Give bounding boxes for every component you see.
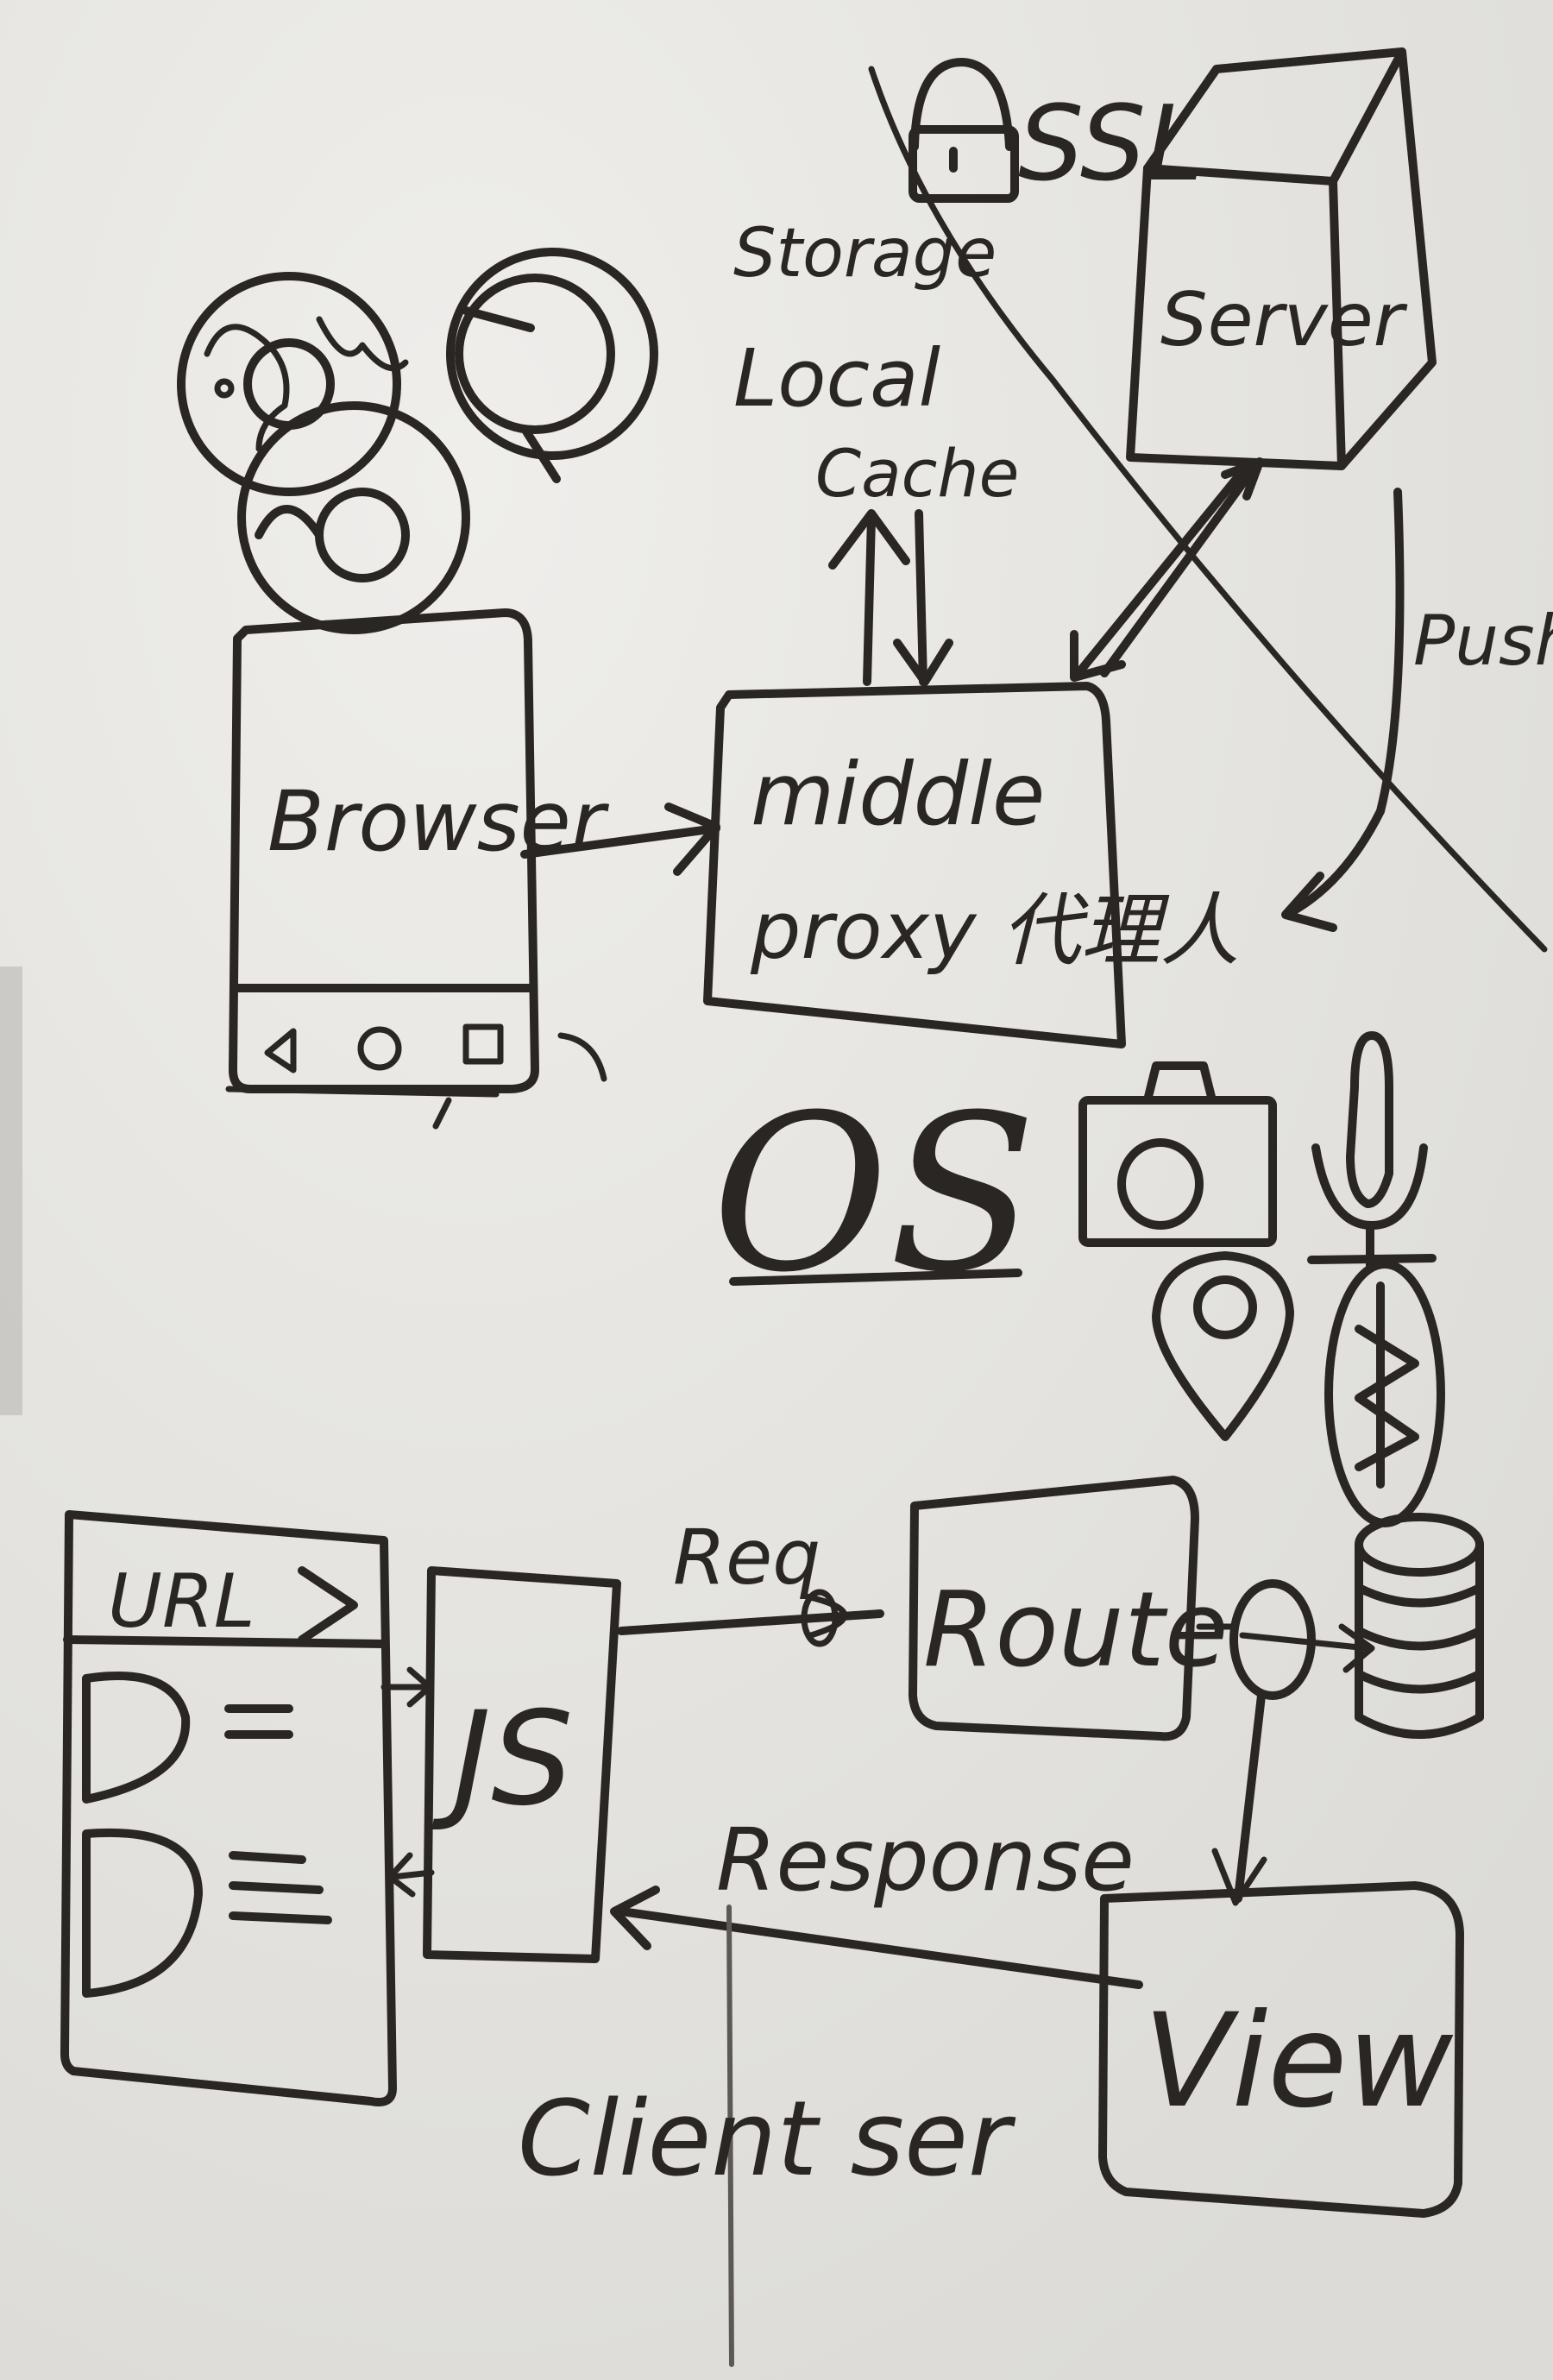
storage-label: Storage (733, 215, 997, 293)
response-arrow (610, 1886, 1143, 1989)
cache-arrows (828, 509, 953, 686)
req-label: Req (673, 1513, 821, 1602)
safari-icon (446, 248, 658, 483)
phone-icon (225, 608, 607, 1130)
location-pin-icon (1152, 1251, 1294, 1441)
local-label: Local (733, 332, 941, 425)
server-proxy-arrow (1070, 457, 1264, 682)
cache-label: Cache (815, 435, 1019, 512)
push-label: Push (1413, 601, 1553, 681)
middle-label: middle (751, 744, 1045, 845)
firefox-icon (237, 401, 470, 634)
globe-icon (204, 316, 409, 452)
proxy-box (703, 682, 1126, 1048)
server-cube (1126, 47, 1437, 470)
view-label: View (1143, 1986, 1454, 2137)
url-page-box (60, 1510, 397, 2106)
proxy-label: proxy 代理人 (750, 885, 1240, 977)
camera-icon (1078, 1061, 1277, 1247)
server-label: Server (1160, 277, 1408, 363)
route-label: Route (923, 1571, 1229, 1691)
request-arrow (617, 1589, 884, 1647)
js-box (423, 1566, 621, 1963)
client-server-label: Client ser (518, 2080, 1016, 2200)
database-icon (1355, 1513, 1484, 1739)
route-db-connector (1196, 1579, 1375, 1700)
client-server-divider (726, 1905, 734, 2367)
os-underline (729, 1269, 1022, 1286)
view-box (1098, 1881, 1464, 2218)
ssl-label: SSL (1018, 85, 1204, 205)
browser-label: Browser (267, 773, 610, 870)
js-label: JS (431, 1684, 573, 1835)
ssl-diagonal-line (868, 66, 1548, 953)
microphone-icon (1307, 1031, 1437, 1273)
route-view-arrow (1211, 1691, 1267, 1906)
response-label: Response (716, 1810, 1135, 1911)
route-box (909, 1476, 1199, 1741)
url-label: URL (108, 1558, 255, 1645)
push-arrow (1281, 488, 1405, 932)
url-arrow-icon (298, 1566, 358, 1644)
